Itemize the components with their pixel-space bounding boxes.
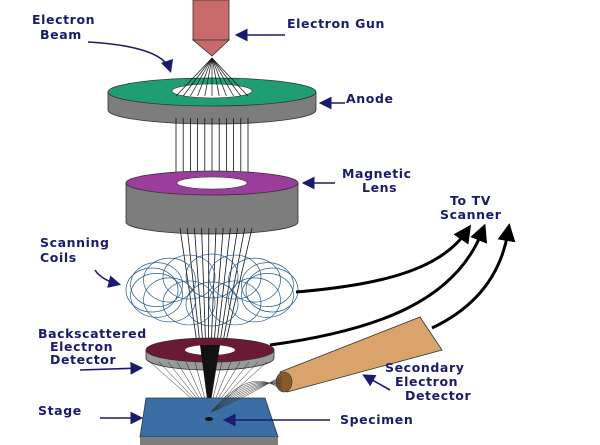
scanning-coils: [125, 253, 299, 327]
beam-ray: [215, 227, 231, 351]
coil-loop: [130, 262, 183, 307]
electron-beam-top: [175, 57, 249, 97]
beam-ray: [204, 57, 213, 97]
specimen: [205, 417, 213, 421]
label-electron-gun: Electron Gun: [287, 16, 385, 31]
secondary-ray: [210, 379, 283, 413]
beam-ray: [211, 57, 234, 97]
secondary-ray: [210, 382, 283, 413]
secondary-ray: [210, 375, 283, 413]
coil-loop: [162, 254, 216, 300]
coil-loop: [185, 281, 239, 327]
beam-ray: [194, 227, 204, 351]
beam-ray: [179, 227, 199, 351]
beam-ray: [211, 57, 227, 97]
beam-ray: [211, 57, 249, 97]
secondary-ray: [210, 381, 283, 413]
stage: [139, 397, 279, 445]
coil-signal-arrow: [295, 224, 472, 294]
focused-beam: [200, 345, 220, 414]
secondary-pointer: [362, 374, 391, 391]
label-specimen: Specimen: [340, 412, 413, 427]
beam-ray: [211, 57, 220, 97]
beam-pointer: [87, 41, 174, 74]
magnetic-lens: [125, 170, 299, 235]
coil-loop: [125, 267, 179, 313]
coil-loop: [130, 273, 183, 318]
secondary-signal-arrow: [431, 223, 516, 330]
electron-gun: [191, 0, 231, 57]
coil-loop: [241, 273, 294, 318]
secondary-ray: [210, 381, 283, 413]
signal-arrows: [269, 223, 516, 347]
coil-loop: [143, 277, 196, 323]
beam-ray: [182, 57, 213, 97]
coils-pointer: [94, 269, 122, 288]
beam-ray: [186, 227, 201, 351]
secondary-ray: [210, 381, 283, 413]
coil-loop: [162, 280, 216, 326]
label-stage: Stage: [38, 403, 82, 418]
coil-loop: [143, 257, 196, 303]
beam-ray: [175, 57, 213, 97]
beam-ray: [211, 57, 242, 97]
secondary-ray: [210, 382, 283, 413]
coil-loop: [241, 262, 294, 307]
secondary-electron-paths: [210, 375, 283, 413]
backscatter-signal-arrow: [269, 223, 488, 347]
coil-loop: [185, 253, 239, 299]
label-anode: Anode: [346, 91, 394, 106]
beam-ray: [197, 57, 213, 97]
coil-loop: [208, 254, 262, 300]
beam-ray: [201, 227, 207, 351]
coil-loop: [228, 257, 281, 303]
coil-loop: [208, 280, 262, 326]
coil-loop: [245, 267, 299, 313]
beam-ray: [190, 57, 213, 97]
beam-ray: [218, 227, 238, 351]
beam-ray: [223, 227, 253, 351]
beam-ray: [213, 227, 224, 351]
secondary-ray: [210, 377, 283, 413]
backscatter-pointer: [79, 361, 144, 375]
coil-loop: [228, 277, 281, 323]
